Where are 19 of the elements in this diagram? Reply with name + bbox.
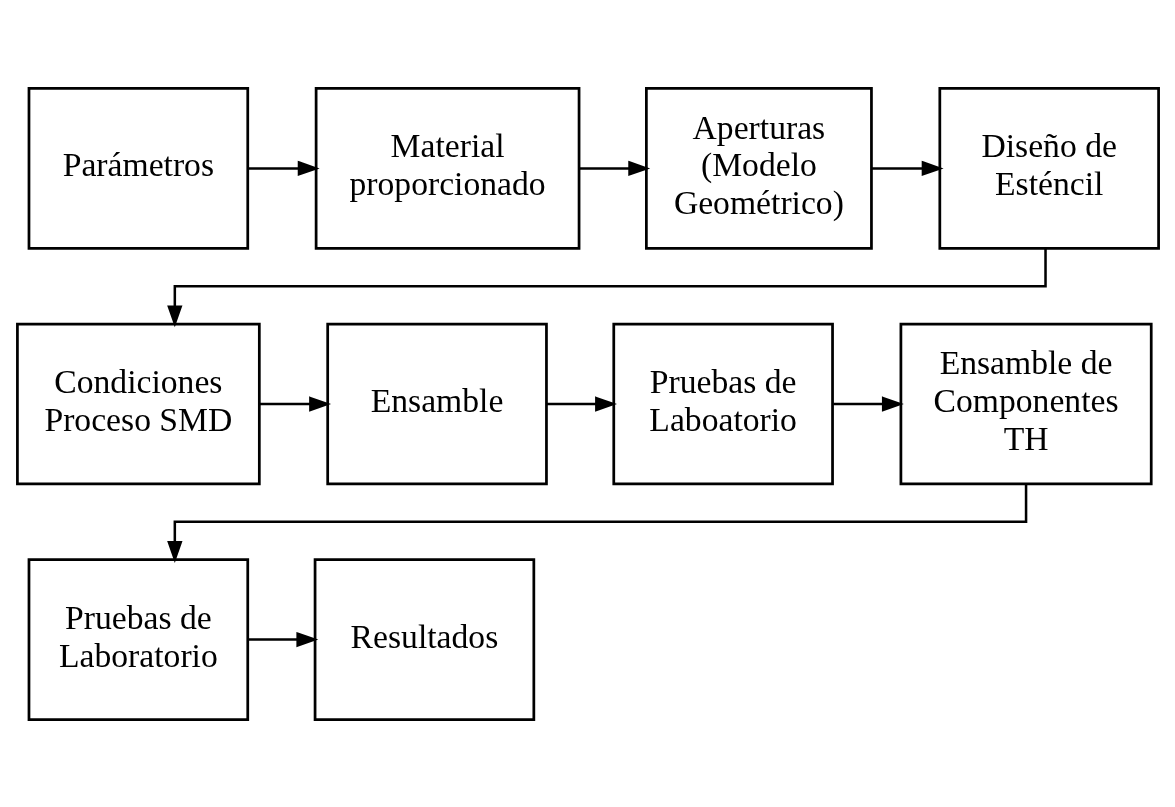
node-box: Resultados xyxy=(313,557,535,721)
arrow xyxy=(579,160,650,176)
node-box: Pruebas de Laboratorio xyxy=(27,557,249,721)
arrow xyxy=(259,395,331,412)
node-box: Condiciones Proceso SMD xyxy=(15,322,261,485)
node-box: Diseño de Esténcil xyxy=(937,86,1160,250)
node-box: Material proporcionado xyxy=(314,86,580,250)
node-box: Aperturas (Modelo Geométrico) xyxy=(644,86,873,250)
arrow xyxy=(166,248,1047,327)
node-box: Ensamble de Componentes TH xyxy=(899,322,1153,485)
node-box: Ensamble xyxy=(325,322,548,485)
arrow xyxy=(832,395,904,412)
arrow xyxy=(247,631,318,647)
arrow xyxy=(166,484,1027,563)
node-box: Pruebas de Laboatorio xyxy=(611,322,834,485)
arrow xyxy=(871,160,944,176)
node-box: Parámetros xyxy=(27,86,249,250)
arrow xyxy=(247,160,320,176)
arrow xyxy=(546,395,617,412)
